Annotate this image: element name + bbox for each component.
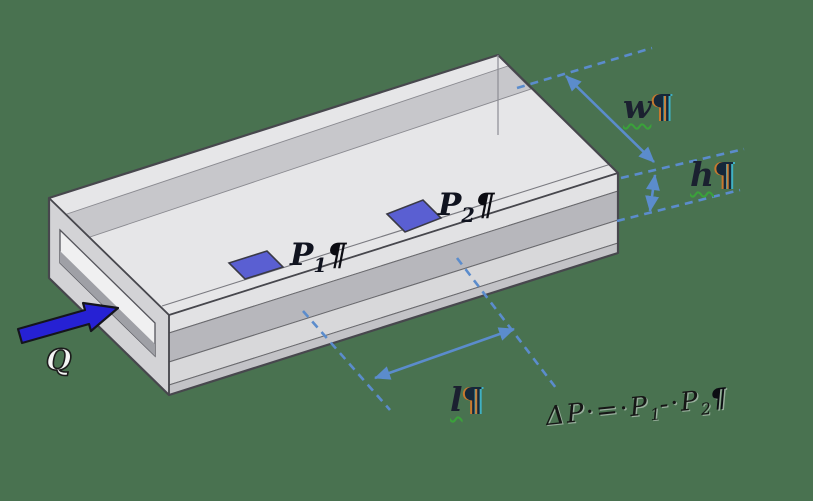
extension-line-w-top	[516, 46, 653, 90]
p2-subscript: 2	[461, 204, 475, 228]
length-dimension-label: l¶	[450, 383, 484, 416]
p1-symbol: P	[290, 237, 314, 273]
extension-line-h-bottom	[616, 188, 741, 223]
dimension-arrow-l	[374, 327, 515, 380]
dimension-arrow-h	[645, 174, 660, 212]
dimension-arrow-w	[565, 75, 655, 163]
equation-equals: =	[594, 394, 622, 427]
equation-p2: P	[678, 385, 702, 418]
extension-lines	[302, 46, 745, 411]
height-dimension-label: h¶	[690, 158, 735, 191]
height-symbol: h	[690, 155, 714, 194]
dimension-arrows	[374, 75, 660, 380]
pilcrow-mark-icon: ¶	[474, 187, 495, 223]
sensor-p1-label: P1¶	[290, 237, 347, 278]
p1-subscript: 1	[313, 254, 327, 278]
width-symbol: w	[623, 87, 652, 126]
pressure-tap-p1	[227, 250, 285, 280]
length-symbol: l	[450, 380, 463, 419]
equation-lhs: ΔP	[544, 397, 588, 432]
extension-line-l-left	[302, 310, 391, 411]
flow-symbol: Q	[45, 343, 72, 377]
flow-rate-label: Q	[45, 343, 72, 377]
pilcrow-mark-icon: ¶	[326, 237, 347, 273]
pilcrow-mark-icon: ¶	[462, 380, 484, 419]
equation-p1: P	[628, 391, 651, 424]
pressure-tap-p2	[385, 199, 443, 233]
extension-line-w-bottom	[620, 147, 745, 180]
width-dimension-label: w¶	[623, 90, 672, 123]
edge-front-top	[168, 172, 619, 316]
pilcrow-mark-icon: ¶	[714, 155, 735, 194]
sensor-p2-label: P2¶	[438, 187, 495, 228]
pilcrow-mark-icon: ¶	[651, 87, 673, 126]
p2-symbol: P	[438, 187, 462, 223]
edge-left-top	[48, 197, 170, 316]
channel-inlet-shadow	[60, 251, 155, 356]
top-face-inner-edge	[161, 163, 612, 307]
pilcrow-mark-icon: ¶	[708, 382, 731, 415]
flow-arrow-icon	[16, 301, 120, 345]
